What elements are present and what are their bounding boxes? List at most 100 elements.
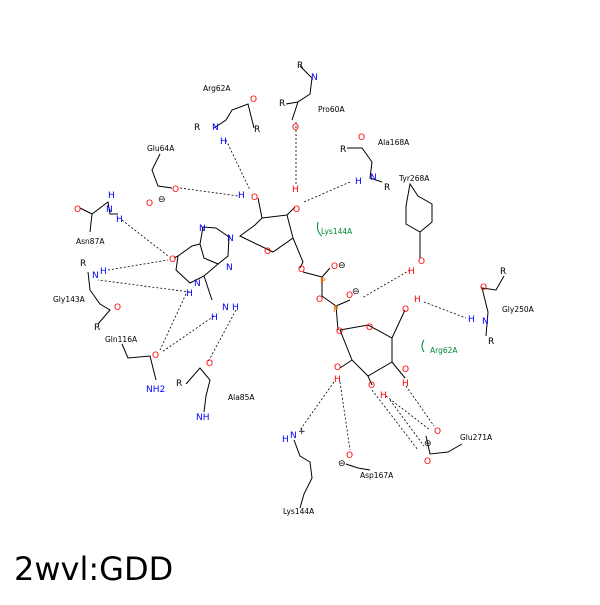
label-gly250a: Gly250A [502,305,535,314]
ala168-n: N [370,173,377,183]
asn87-h2: H [116,215,123,225]
ala168-r1: R [340,145,346,155]
atom-pa: P [320,277,326,287]
label-lys144a-hydrophobic: Lys144A [321,227,353,236]
label-pro60a: Pro60A [318,105,345,114]
glu64-charge: ⊖ [158,195,166,205]
gly143-r2: R [94,323,100,333]
atom-n3: N [226,263,233,273]
ala168-r2: R [384,183,390,193]
arg62-r2: R [254,125,260,135]
atom-n9: N [227,234,234,244]
gly250-h: H [468,315,475,325]
atom-pa-o1: O [331,262,338,272]
label-gln116a: Gln116A [105,335,138,344]
ala85-nh: NH [196,413,210,423]
residue-atoms: R N H O R R N R O R O N H R O O ⊖ H N H … [74,61,506,469]
atom-glc-o2: O [334,363,341,373]
hydrogen-bonds [97,122,467,451]
tyr268-o: O [418,257,425,267]
ala168-o: O [358,133,365,143]
atom-n2: N [222,303,229,313]
pro60-o: O [292,123,299,133]
label-asp167a: Asp167A [360,471,394,480]
pro60-r1: R [297,61,303,71]
gln116-nh2: NH2 [146,385,165,395]
label-glu271a: Glu271A [460,433,493,442]
atom-n7: N [199,224,206,234]
atom-n1: N [194,279,201,289]
charge-pa: ⊖ [338,261,346,271]
atom-o3: O [293,205,300,215]
asn87-h1: H [108,191,115,201]
residue-labels: Arg62A Pro60A Ala168A Glu64A Tyr268A Asn… [53,84,535,516]
atom-glc-ring-o: O [366,323,373,333]
label-ala85a: Ala85A [228,393,255,402]
glu271-o1: O [434,427,441,437]
atom-pb: P [333,305,339,315]
atom-h-o4g: H [402,379,409,389]
atom-h-o3g: H [380,391,387,401]
gly250-r2: R [488,337,494,347]
charge-pb: ⊖ [352,287,360,297]
atom-bridge-o: O [316,295,323,305]
asn87-n: N [106,205,113,215]
covalent-bonds [79,65,505,509]
gly143-h: H [100,267,107,277]
atom-glc-o4: O [402,365,409,375]
atom-h-o6: H [414,295,421,305]
label-gly143a: Gly143A [53,295,86,304]
lys144-n: N [290,431,297,441]
atom-ribose-o: O [264,247,271,257]
gly143-o: O [114,303,121,313]
gly143-r1: R [80,259,86,269]
arg62-o: O [250,95,257,105]
ala168-h: H [355,177,362,187]
arg62-h: H [220,137,227,147]
label-arg62a-hydrophobic: Arg62A [430,346,458,355]
ligand-atoms: N N N N O N H H H O O H O H O P O ⊖ O P … [169,185,421,401]
glu271-charge: ⊖ [424,439,432,449]
asp167-charge: ⊖ [338,459,346,469]
gly143-n: N [92,271,99,281]
tyr268-h: H [408,267,415,277]
lys144-charge: + [298,427,306,437]
label-ala168a: Ala168A [378,138,410,147]
atom-glc-o6: O [402,305,409,315]
atom-h1: H [186,289,193,299]
atom-h2a: H [211,313,218,323]
atom-o6: O [169,255,176,265]
label-lys144a: Lys144A [283,507,315,516]
glu64-o2: O [146,199,153,209]
atom-glc-o1: O [336,327,343,337]
pro60-r2: R [279,99,285,109]
ala85-o: O [206,359,213,369]
gly250-o: O [480,283,487,293]
label-arg62a-top: Arg62A [203,84,231,93]
atom-h-o2g: H [334,375,341,385]
ala85-r: R [176,379,182,389]
atom-pb-o1: O [346,291,353,301]
glu64-o1: O [172,185,179,195]
lys144-h: H [282,435,289,445]
arg62-n: N [212,123,219,133]
label-glu64a: Glu64A [147,144,175,153]
atom-h2b: H [232,303,239,313]
arg62-r1: R [194,123,200,133]
label-asn87a: Asn87A [76,237,105,246]
atom-o5: O [298,265,305,275]
gly250-n: N [482,317,489,327]
atom-glc-o3: O [368,381,375,391]
pro60-n: N [311,73,318,83]
atom-h-o3: H [292,185,299,195]
asn87-o: O [74,205,81,215]
asp167-o1: O [346,451,353,461]
diagram-title: 2wvl:GDD [14,550,174,588]
gln116-o: O [152,351,159,361]
gly250-r1: R [500,267,506,277]
atom-o2: O [251,193,258,203]
hydrophobic-contacts [317,221,425,353]
glu271-o2: O [424,457,431,467]
